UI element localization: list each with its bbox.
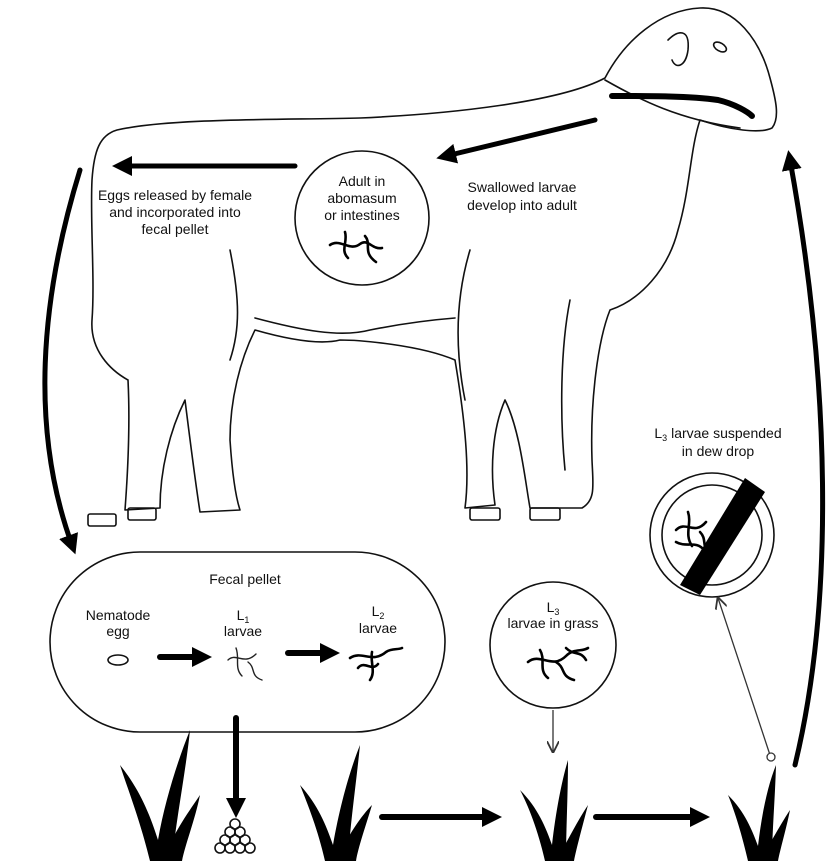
adult-label-line2: abomasum xyxy=(327,190,396,206)
l2-label-line2: larvae xyxy=(359,620,397,636)
swallowed-larvae-label: Swallowed larvae develop into adult xyxy=(467,179,577,213)
l3-in-grass-circle: L3 larvae in grass xyxy=(490,582,616,708)
dew-drop-circle: L3 larvae suspended in dew drop xyxy=(650,425,782,597)
adult-label-line3: or intestines xyxy=(324,207,399,223)
svg-text:develop into adult: develop into adult xyxy=(467,197,577,213)
grass-tuft-4-icon xyxy=(728,765,790,861)
fecal-pellets-pile-icon xyxy=(215,819,255,853)
adult-stage-circle: Adult in abomasum or intestines xyxy=(295,151,429,285)
arrow-grass-to-sheep xyxy=(790,160,823,765)
fecal-pellet-capsule: Fecal pellet Nematode egg L1 larvae L2 l… xyxy=(50,552,445,732)
grass-tuft-3-icon xyxy=(520,760,588,861)
sheep-illustration xyxy=(88,8,776,526)
grass-tuft-1-icon xyxy=(120,730,200,861)
l1-label-line2: larvae xyxy=(224,623,262,639)
adult-label-line1: Adult in xyxy=(339,173,386,189)
svg-text:larvae in grass: larvae in grass xyxy=(507,615,598,631)
dew-label-line2: in dew drop xyxy=(682,443,755,459)
nematode-egg-label-line2: egg xyxy=(106,623,129,639)
fecal-pellet-title: Fecal pellet xyxy=(209,571,281,587)
svg-text:Swallowed larvae: Swallowed larvae xyxy=(468,179,577,195)
arrow-swallowed-to-adult xyxy=(446,120,595,156)
arrow-to-fecal-pellet xyxy=(45,170,80,545)
nematode-egg-label-line1: Nematode xyxy=(86,607,151,623)
svg-text:and incorporated into: and incorporated into xyxy=(109,204,241,220)
dew-label-line1: L3 larvae suspended xyxy=(654,425,781,443)
eggs-released-label: Eggs released by female and incorporated… xyxy=(98,187,252,237)
svg-text:fecal pellet: fecal pellet xyxy=(142,221,209,237)
grass-tuft-2-icon xyxy=(300,745,372,861)
svg-text:Eggs released by female: Eggs released by female xyxy=(98,187,252,203)
thin-arrow-grass-to-dew xyxy=(718,598,770,755)
